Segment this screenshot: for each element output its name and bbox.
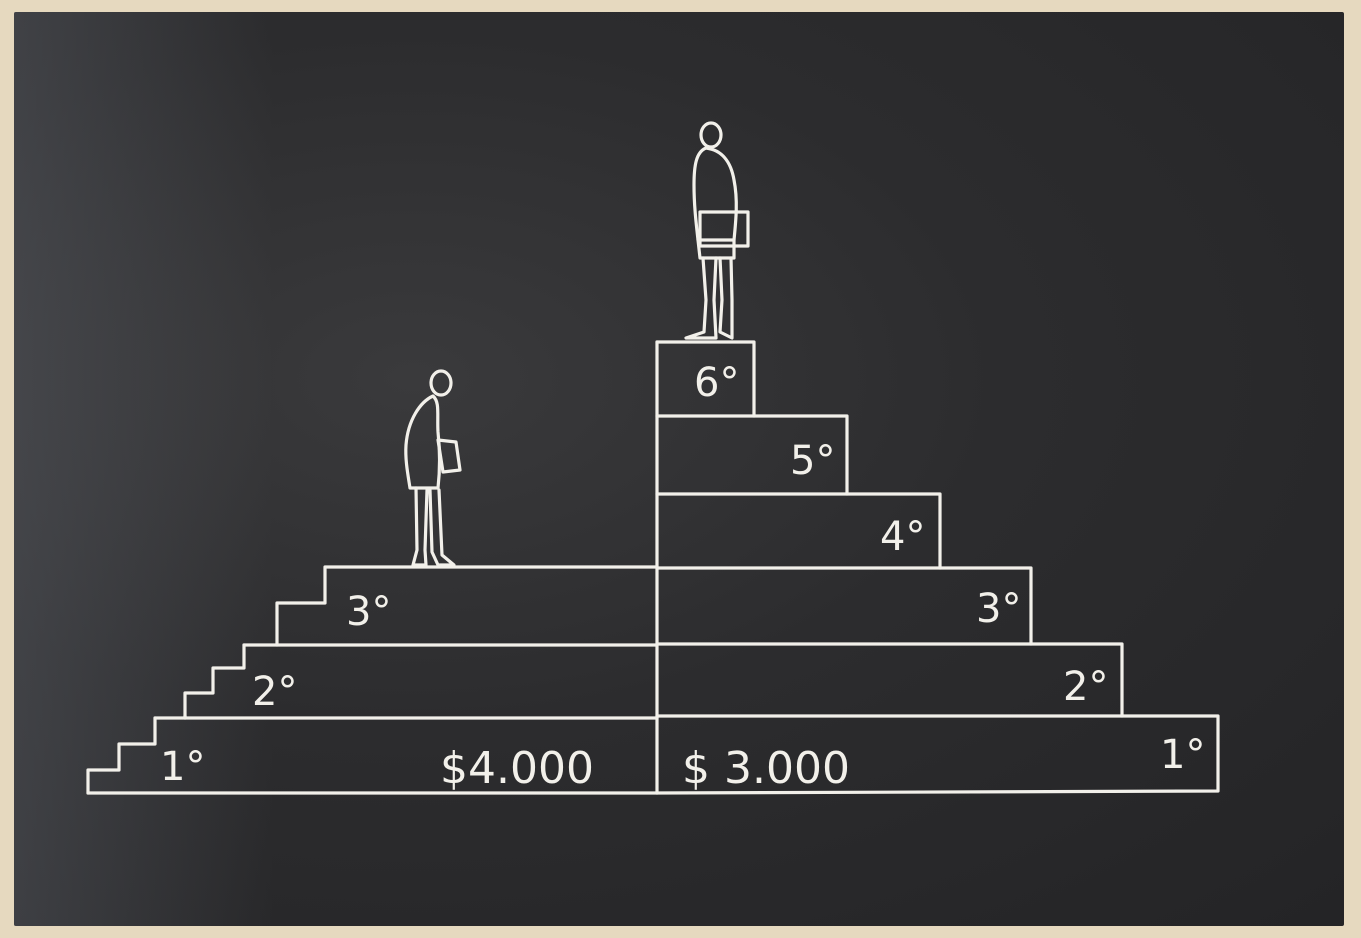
right-step-3-label: 3° [976, 586, 1021, 632]
right-step-2-label: 2° [1063, 664, 1108, 710]
right-amount-label: $ 3.000 [682, 743, 850, 794]
right-step-6-label: 6° [694, 360, 739, 406]
person-right-figure [686, 123, 748, 338]
left-step-1-label: 1° [160, 744, 205, 790]
left-amount-label: $4.000 [440, 743, 594, 794]
right-staircase [657, 342, 1218, 793]
person-left-figure [406, 371, 460, 565]
right-step-4-label: 4° [880, 514, 925, 560]
left-step-2-label: 2° [252, 669, 297, 715]
right-step-5-label: 5° [790, 438, 835, 484]
left-step-3-label: 3° [346, 589, 391, 635]
right-step-1-label: 1° [1160, 732, 1205, 778]
